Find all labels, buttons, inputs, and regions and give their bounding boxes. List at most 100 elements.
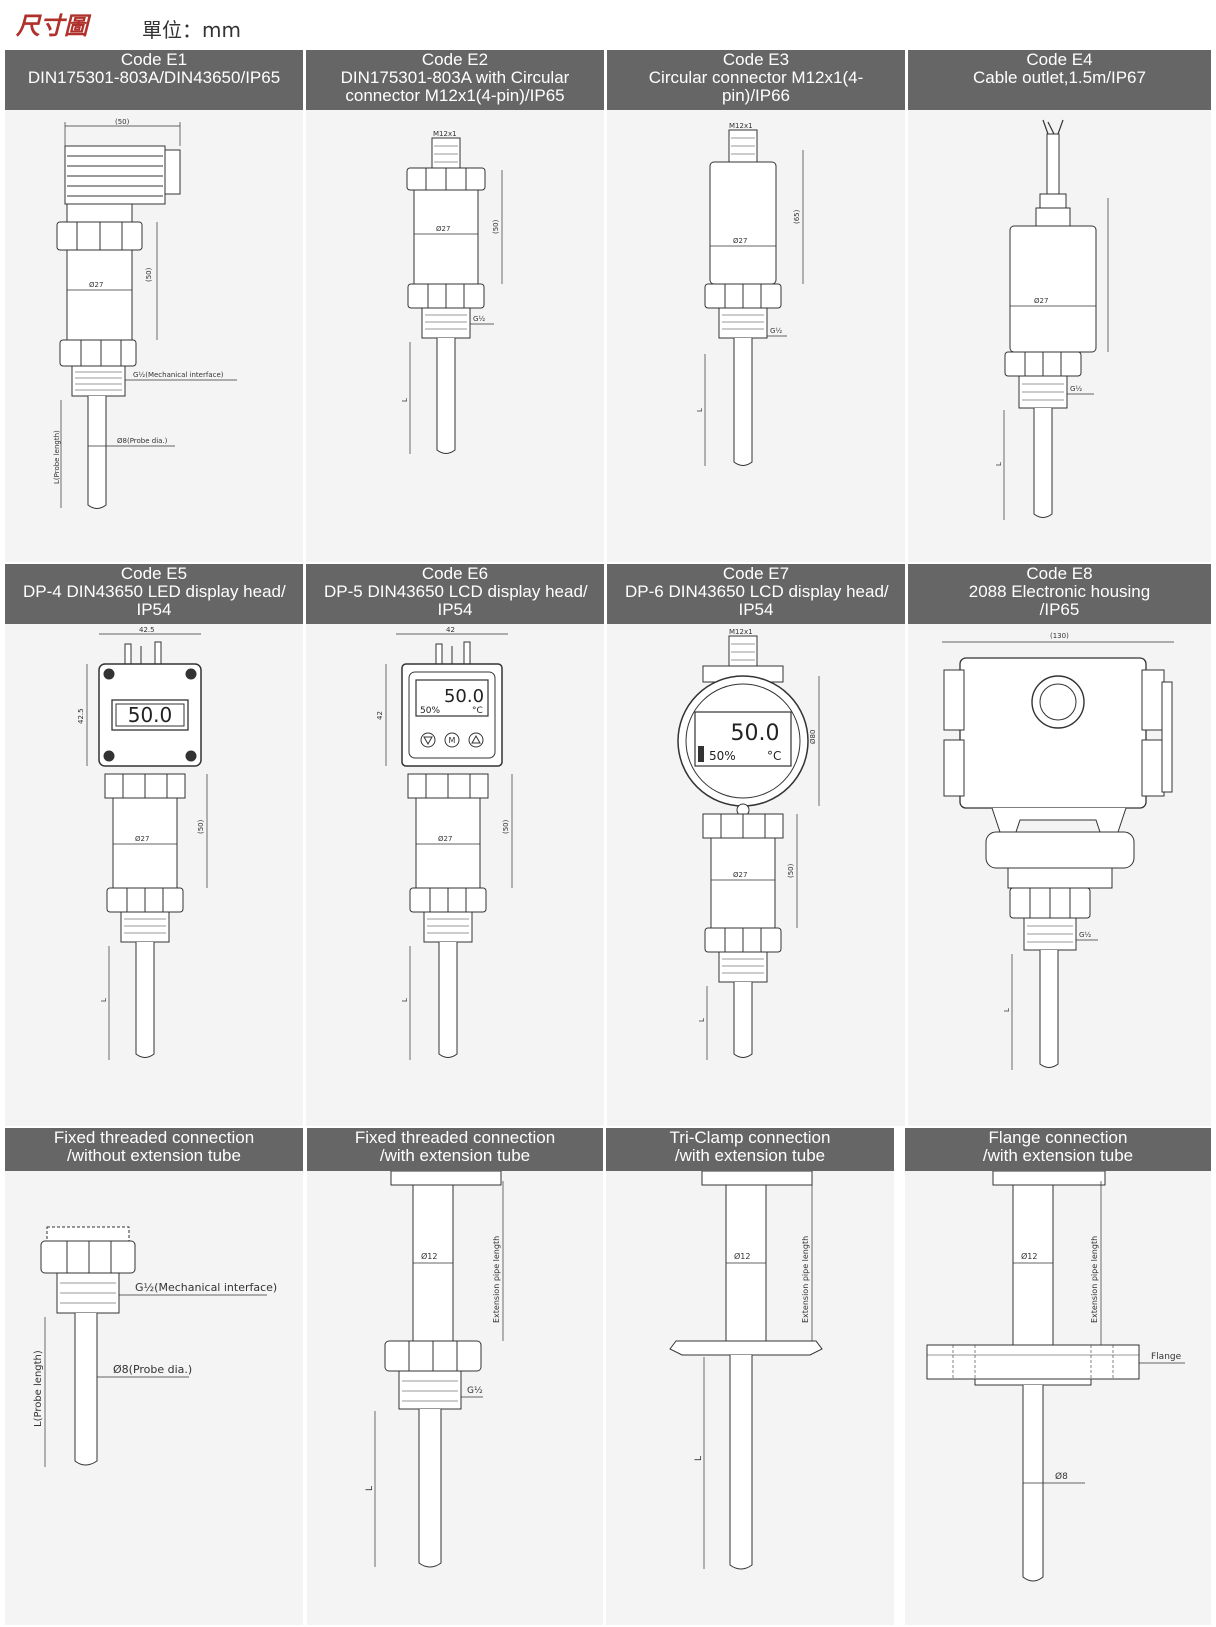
dim-probe-len: L <box>365 1486 375 1491</box>
dim-flange: Flange <box>1151 1352 1182 1362</box>
dim-width: 42 <box>446 626 455 634</box>
panel-title: Fixed threaded connection <box>53 1128 255 1147</box>
panel-desc: Circular connector M12x1(4- <box>648 68 864 87</box>
panel-title: Flange connection <box>988 1128 1128 1147</box>
lcd-display-value: 50.0 <box>444 686 484 707</box>
dim-probe-len: L(Probe length) <box>33 1350 44 1427</box>
panel-e1: Code E1 DIN175301-803A/DIN43650/IP65 (50… <box>5 50 303 562</box>
dim-length: (65) <box>793 209 801 224</box>
drawing-tri-clamp: Ø12 Extension pipe length L <box>669 1171 823 1570</box>
drawing-thread-ext: Ø12 Extension pipe length G½ L <box>365 1171 504 1568</box>
panel-code: Code E5 <box>120 564 188 583</box>
dim-height: 42.5 <box>77 708 85 724</box>
panel-header: Code E1 DIN175301-803A/DIN43650/IP65 <box>5 50 303 110</box>
panel-code: Code E8 <box>1026 564 1093 583</box>
panel-title: Tri-Clamp connection <box>669 1128 831 1147</box>
panel-e2: Code E2 DIN175301-803A with Circular con… <box>306 50 604 562</box>
dim-probe-len: L <box>698 1018 706 1022</box>
panel-desc: 2088 Electronic housing <box>968 582 1151 601</box>
panel-e4: Code E4 Cable outlet,1.5m/IP67 Ø27 G½ L <box>908 50 1211 562</box>
drawing-fixed-thread: G½(Mechanical interface) Ø8(Probe dia.) … <box>33 1226 277 1467</box>
panel-header: Code E8 2088 Electronic housing /IP65 <box>908 564 1211 624</box>
dim-thread: G½ <box>770 327 782 335</box>
drawing-e8: (130) G½ L <box>942 632 1174 1070</box>
panel-desc-2: IP54 <box>437 600 473 619</box>
lcd-percent: 50% <box>420 706 440 716</box>
dim-tube-dia: Ø12 <box>1021 1251 1037 1261</box>
dim-tube-dia: Ø12 <box>421 1251 437 1261</box>
dim-thread: G½ <box>1070 385 1082 393</box>
drawing-e2: M12x1 Ø27 (50) G½ L <box>401 130 503 454</box>
panel-subtitle: /with extension tube <box>674 1146 826 1165</box>
dim-height: 42 <box>376 711 384 720</box>
lcd-unit: °C <box>472 706 483 716</box>
dim-probe-dia: Ø8(Probe dia.) <box>117 437 168 445</box>
dim-probe-dia: Ø8(Probe dia.) <box>113 1363 192 1376</box>
dim-thread: G½(Mechanical interface) <box>133 371 224 379</box>
dim-thread: G½ <box>1079 931 1091 939</box>
drawing-e1: (50) Ø27 (50) G½(Mechanical interface) Ø… <box>53 118 237 509</box>
m-button-icon: M <box>449 736 456 745</box>
panel-header: Fixed threaded connection /with extensio… <box>307 1128 603 1171</box>
panel-e8: Code E8 2088 Electronic housing /IP65 (1… <box>908 564 1211 1126</box>
panel-code: Code E1 <box>120 50 188 69</box>
dim-ext-len: Extension pipe length <box>1090 1236 1099 1323</box>
dim-length: (50) <box>145 267 153 282</box>
panel-thread-ext: Fixed threaded connection /with extensio… <box>307 1128 603 1625</box>
panel-code: Code E3 <box>722 50 790 69</box>
dim-length: (50) <box>492 219 500 234</box>
drawing-flange: Ø12 Extension pipe length Flange Ø8 <box>926 1171 1185 1582</box>
panel-header: Code E3 Circular connector M12x1(4- pin)… <box>607 50 905 110</box>
panel-subtitle: /with extension tube <box>379 1146 531 1165</box>
panel-header: Code E7 DP-6 DIN43650 LCD display head/ … <box>607 564 905 624</box>
dim-diameter: Ø27 <box>733 871 747 879</box>
panel-desc: DP-5 DIN43650 LCD display head/ <box>324 582 588 601</box>
drawing-e7: M12x1 50.0 50% °C Ø80 Ø27 (50) <box>677 628 820 1060</box>
dim-probe-len: L <box>1003 1008 1011 1012</box>
led-display-value: 50.0 <box>128 703 173 727</box>
unit-label: 單位：mm <box>142 18 241 42</box>
dim-length: (50) <box>787 863 795 878</box>
dim-connector: M12x1 <box>433 130 457 138</box>
dim-length: (50) <box>502 819 510 834</box>
down-arrow-icon <box>423 736 433 746</box>
panel-desc-2: IP54 <box>738 600 774 619</box>
panel-desc: DP-6 DIN43650 LCD display head/ <box>625 582 889 601</box>
panel-tri-clamp: Tri-Clamp connection /with extension tub… <box>606 1128 894 1625</box>
panel-desc-2: connector M12x1(4-pin)/IP65 <box>345 86 565 105</box>
dim-width: (50) <box>115 118 130 126</box>
panel-subtitle: /without extension tube <box>67 1146 241 1165</box>
dim-thread: G½(Mechanical interface) <box>135 1281 277 1294</box>
dim-diameter: Ø27 <box>89 281 103 289</box>
dim-thread: G½ <box>467 1386 483 1396</box>
panel-desc-2: /IP65 <box>1039 600 1080 619</box>
up-arrow-icon <box>471 734 481 744</box>
dim-diameter: Ø27 <box>438 835 452 843</box>
dim-diameter: Ø27 <box>135 835 149 843</box>
panel-header: Flange connection /with extension tube <box>905 1128 1211 1171</box>
panel-title: Fixed threaded connection <box>354 1128 556 1147</box>
dim-diameter: Ø27 <box>436 225 450 233</box>
dim-probe-len: L <box>401 398 409 402</box>
panel-e5: Code E5 DP-4 DIN43650 LED display head/ … <box>5 564 303 1126</box>
dim-probe-dia: Ø8 <box>1055 1471 1068 1482</box>
dim-length: (50) <box>197 819 205 834</box>
dim-width: (130) <box>1050 632 1069 640</box>
panel-desc-2: pin)/IP66 <box>721 86 791 105</box>
dim-probe-len: L <box>694 1456 704 1461</box>
dim-probe-len: L <box>995 462 1003 466</box>
panel-desc: DP-4 DIN43650 LED display head/ <box>23 582 286 601</box>
dim-probe-len: L <box>696 408 704 412</box>
panel-desc: DIN175301-803A with Circular <box>340 68 570 87</box>
panel-header: Fixed threaded connection /without exten… <box>5 1128 303 1171</box>
panel-desc: Cable outlet,1.5m/IP67 <box>973 68 1146 87</box>
dim-diameter: Ø27 <box>1034 297 1048 305</box>
panel-code: Code E2 <box>421 50 489 69</box>
panel-header: Code E2 DIN175301-803A with Circular con… <box>306 50 604 110</box>
panel-header: Tri-Clamp connection /with extension tub… <box>606 1128 894 1171</box>
panel-desc: DIN175301-803A/DIN43650/IP65 <box>27 68 281 87</box>
panel-header: Code E4 Cable outlet,1.5m/IP67 <box>908 50 1211 110</box>
drawing-e6: 42 50.0 50% °C M 42 Ø27 (50) <box>376 626 513 1060</box>
drawing-e3: M12x1 Ø27 (65) G½ L <box>696 122 804 466</box>
lcd-unit: °C <box>767 749 781 763</box>
